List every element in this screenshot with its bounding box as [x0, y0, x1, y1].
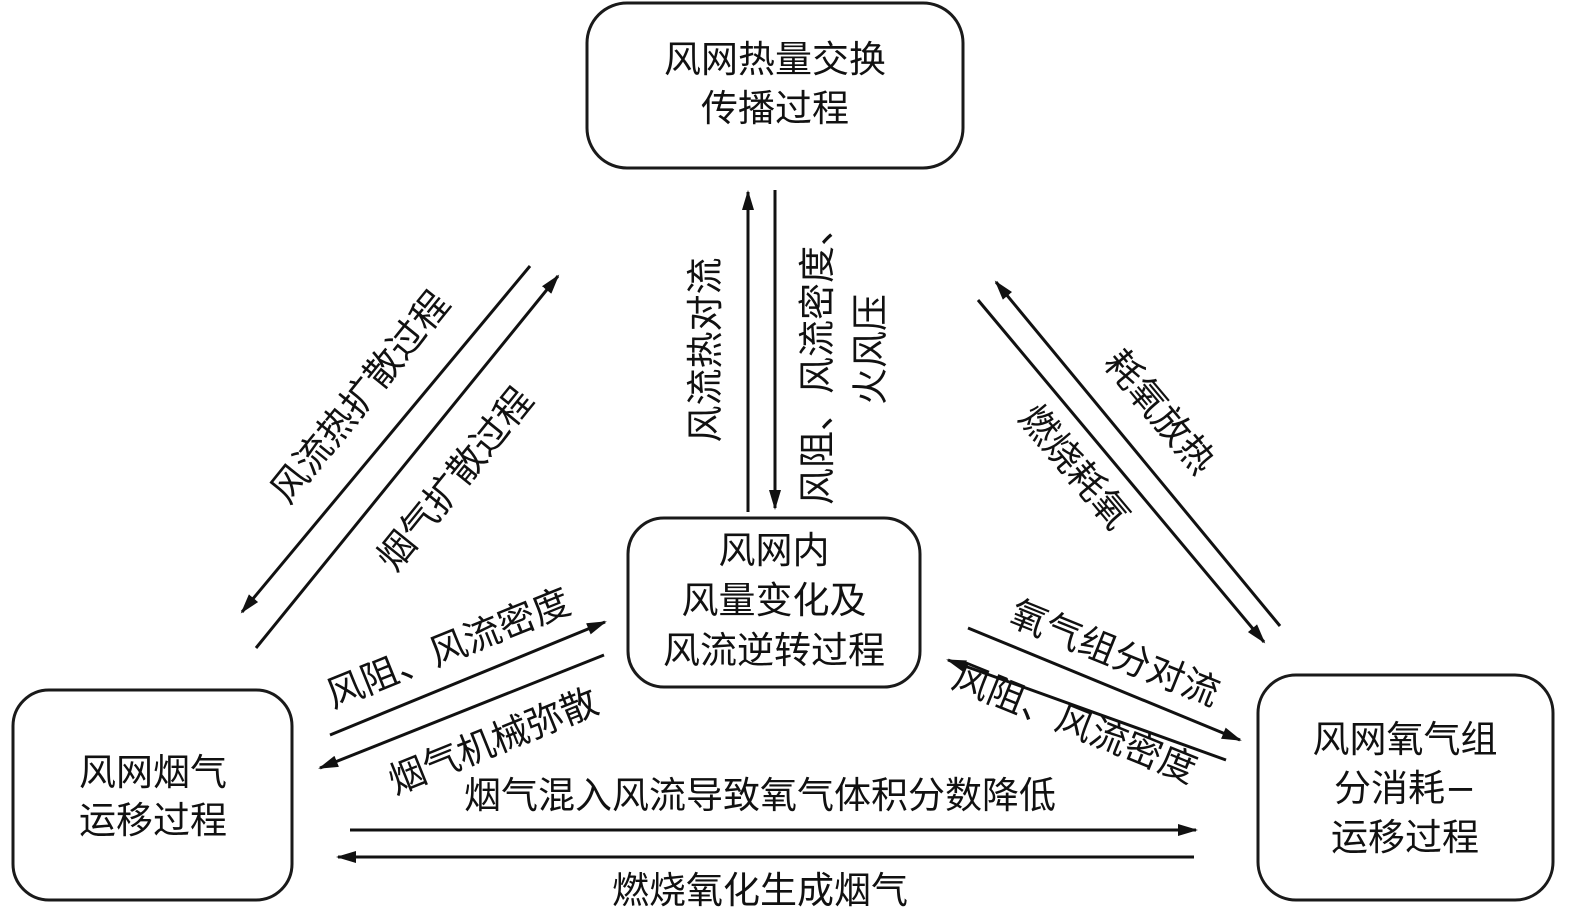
node-label: 风量变化及: [682, 579, 867, 622]
node-label: 风网氧气组: [1313, 718, 1498, 761]
arrow-top-to-left: [240, 265, 532, 614]
node-label: 风网烟气: [79, 751, 227, 794]
edge-label: 风流热对流: [684, 258, 727, 443]
node-airflow-change: 风网内 风量变化及 风流逆转过程: [626, 516, 922, 689]
arrow-right-to-top: [994, 280, 1282, 627]
arrow-center-to-right: [967, 626, 1242, 742]
node-label: 风流逆转过程: [663, 629, 885, 672]
arrow-center-to-left: [318, 653, 605, 770]
edge-label: 风阻、风流密度、: [796, 209, 839, 505]
arrow-left-to-center: [329, 620, 607, 737]
arrow-top-to-right: [976, 299, 1266, 644]
edge-label: 燃烧氧化生成烟气: [612, 869, 908, 912]
node-label: 分消耗−: [1334, 767, 1476, 810]
node-label: 传播过程: [701, 87, 849, 130]
node-label: 运移过程: [1331, 816, 1479, 859]
node-label: 运移过程: [79, 799, 227, 842]
edge-label: 火风压: [849, 294, 892, 405]
arrow-left-to-top: [254, 274, 560, 649]
arrow-right-to-center: [946, 658, 1227, 762]
node-smoke-migration: 风网烟气 运移过程: [11, 688, 294, 902]
node-label: 风网热量交换: [664, 38, 886, 81]
edge-label: 烟气混入风流导致氧气体积分数降低: [464, 774, 1056, 817]
node-oxygen-consumption: 风网氧气组 分消耗− 运移过程: [1256, 673, 1555, 902]
node-label: 风网内: [719, 529, 830, 572]
node-heat-exchange: 风网热量交换 传播过程: [585, 1, 965, 170]
